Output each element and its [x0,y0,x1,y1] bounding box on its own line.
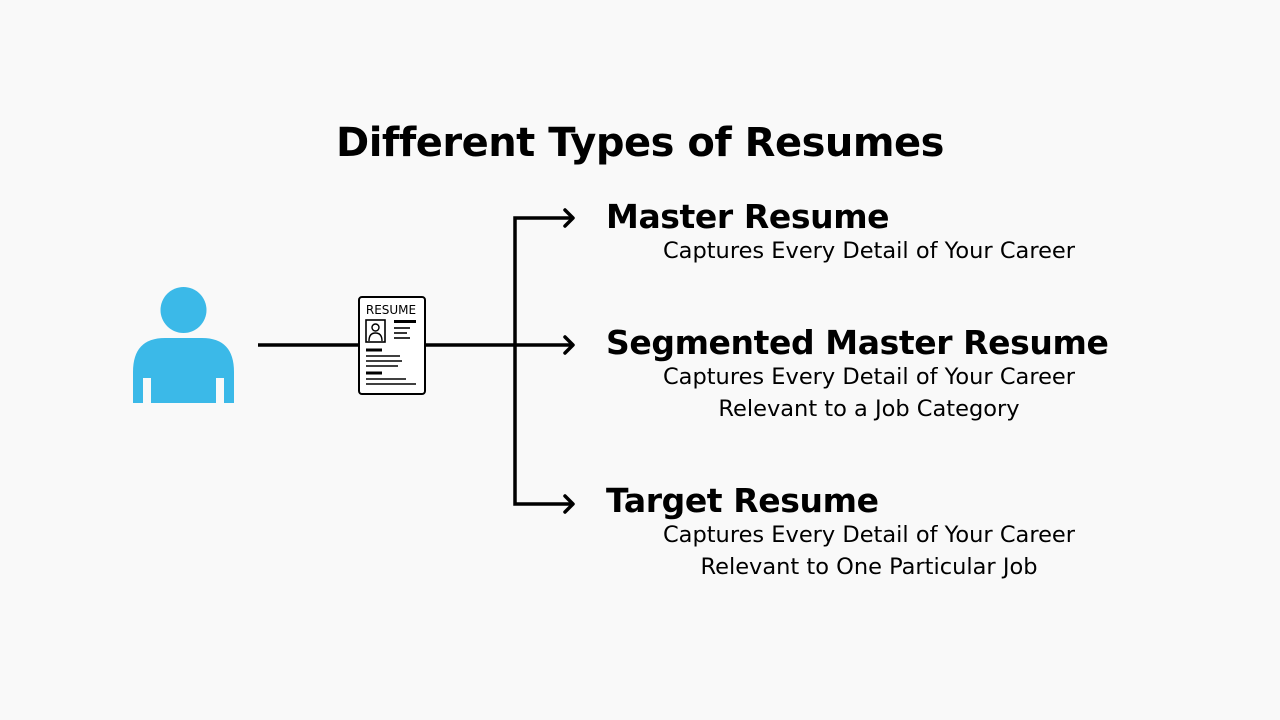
branch-title: Master Resume [606,197,890,236]
arrow-head-target-resume [563,494,575,514]
page-title: Different Types of Resumes [336,120,944,166]
branch-description-line: Relevant to One Particular Job [700,554,1038,580]
branch-title: Target Resume [606,481,879,520]
resume-icon-label: RESUME [366,303,416,317]
branch-master-resume: Master Resume Captures Every Detail of Y… [606,197,1075,264]
resume-photo-shoulders [368,332,383,342]
arrow-head-master-resume [563,208,575,228]
branch-description-line: Captures Every Detail of Your Career [662,522,1076,548]
branch-title: Segmented Master Resume [606,323,1109,362]
person-body [133,338,234,403]
resume-photo-head [371,323,380,332]
resume-photo-frame [365,319,386,343]
person-icon [133,287,234,403]
branch-trunk [513,216,572,506]
branch-description-line: Relevant to a Job Category [718,396,1020,422]
arrow-head-segmented-master-resume [563,335,575,355]
branch-target-resume: Target Resume Captures Every Detail of Y… [606,481,1075,580]
branch-description-line: Captures Every Detail of Your Career [662,364,1076,390]
branch-segmented-master-resume: Segmented Master Resume Captures Every D… [606,323,1109,422]
branch-description-line: Captures Every Detail of Your Career [662,238,1076,264]
resume-document-icon: RESUME [358,296,426,395]
person-head [160,287,207,333]
